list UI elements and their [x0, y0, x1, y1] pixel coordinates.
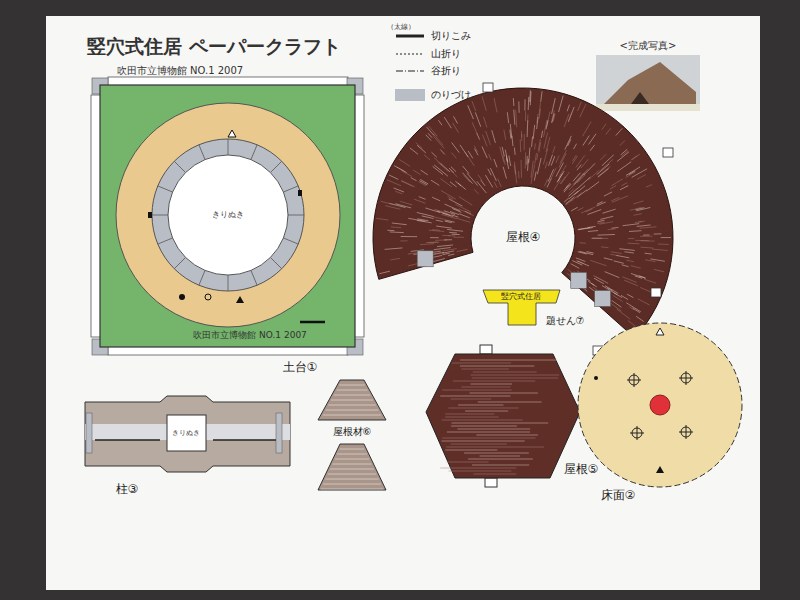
roof-c-part	[373, 83, 673, 355]
legend-line-sample	[395, 48, 425, 60]
legend-text: 切りこみ	[431, 30, 471, 42]
floor-node: 床面②	[578, 323, 742, 487]
sheet-label: 吹田市立博物館 NO.1 2007	[117, 65, 243, 77]
glue-tab	[483, 83, 493, 92]
legend-line-sample	[395, 65, 425, 77]
title: 竪穴式住居 ペーパークラフト	[87, 36, 341, 58]
part-label: 床面②	[600, 489, 637, 503]
floor-part	[578, 323, 742, 487]
legend-entry: 山折り	[395, 48, 461, 60]
part-text: きりぬき	[211, 210, 245, 219]
part-text: 竪穴式住居	[500, 292, 542, 301]
pillar-node: 柱③きりぬき	[85, 395, 290, 473]
glue-tab	[417, 251, 433, 267]
part-label: 題せん⑦	[545, 315, 586, 327]
roof-hexagon-node: 屋根⑤	[425, 352, 585, 482]
legend-line-sample	[395, 30, 425, 42]
part-label: 土台①	[282, 361, 319, 375]
title-plate: 竪穴式住居題せん⑦	[483, 288, 561, 326]
legend-text: 山折り	[431, 48, 461, 60]
pillar-part	[85, 396, 290, 472]
cutout-area: きりぬき	[167, 415, 206, 451]
glue-tab	[571, 272, 587, 288]
legend-entry: のりづけ	[395, 89, 471, 101]
legend-entry: 切りこみ	[395, 30, 471, 42]
roof-material-part	[318, 380, 386, 490]
glue-tab	[595, 290, 611, 306]
roof-material-node: 屋根材⑥	[318, 380, 386, 492]
glue-tab	[276, 413, 282, 453]
part-label: 柱③	[115, 483, 140, 497]
legend-text: のりづけ	[431, 89, 471, 101]
base-part-node: 吹田市立博物館 NO.1 2007土台①きりぬき	[100, 85, 355, 347]
roof-c-node: 屋根④	[373, 88, 673, 288]
glue-tab	[86, 413, 92, 453]
legend-text: 谷折り	[431, 65, 461, 77]
completed-photo	[596, 55, 700, 111]
cutout-area: きりぬき	[168, 155, 288, 275]
legend-entry: 谷折り	[395, 65, 461, 77]
part-text: 屋根④	[505, 231, 542, 245]
base-part	[91, 77, 364, 355]
paper	[46, 16, 760, 590]
part-text: 吹田市立博物館 NO.1 2007	[192, 330, 308, 340]
sheet-label: <完成写真>	[620, 40, 677, 52]
part-text: きりぬき	[171, 429, 201, 437]
roof-hexagon-part	[426, 345, 580, 487]
sheet-label: （太線）	[387, 23, 415, 31]
glue-tab	[663, 148, 673, 157]
part-text: 屋根材⑥	[332, 426, 373, 438]
legend-swatch	[395, 89, 425, 101]
glue-tab	[651, 288, 661, 297]
part-text: 屋根⑤	[563, 463, 600, 477]
